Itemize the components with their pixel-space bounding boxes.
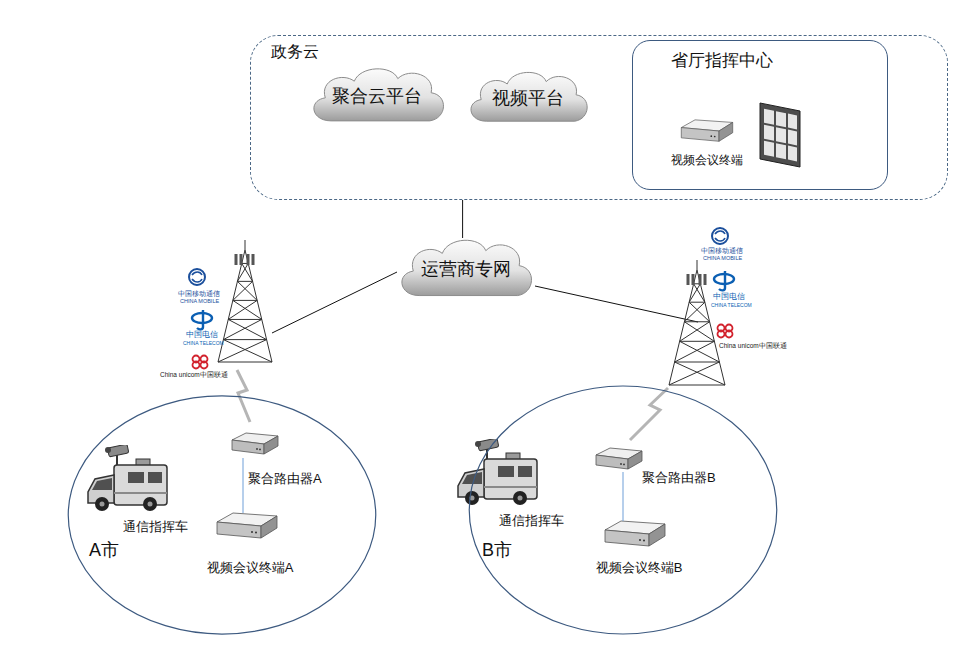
- node-label: 视频平台: [492, 88, 564, 110]
- router-icon: [596, 448, 642, 469]
- node-label: 视频会议终端A: [207, 560, 294, 576]
- node-label: 省厅指挥中心: [671, 51, 773, 71]
- logo-text: 中国电信: [713, 293, 745, 301]
- logo-text: CHINA MOBILE: [180, 299, 219, 305]
- city-ellipse: [67, 395, 377, 635]
- uplink-line: [272, 272, 397, 333]
- node-label: 聚合云平台: [332, 86, 422, 108]
- terminal-device: 视频会议终端B: [584, 518, 694, 576]
- router-icon: [232, 433, 278, 454]
- connector-line: [462, 200, 463, 238]
- node-label: A市: [89, 540, 119, 562]
- logo-text: 中国移动通信: [178, 291, 220, 298]
- logo-text: CHINA TELECOM: [183, 341, 224, 346]
- logo-text: 中国移动通信: [701, 248, 743, 255]
- connector-line: [623, 472, 624, 521]
- china-unicom-logo: [718, 325, 733, 338]
- city-area: A市通信指挥车 聚合路由器A 视频会议终端A: [67, 395, 377, 635]
- command-vehicle: 通信指挥车: [100, 443, 210, 535]
- node-label: 通信指挥车: [123, 519, 188, 535]
- china-telecom-logo: [192, 310, 212, 329]
- router-device: 聚合路由器A: [231, 432, 341, 488]
- wireless-bolt: [237, 370, 250, 422]
- china-mobile-logo: [712, 228, 728, 244]
- command-center-box: 省厅指挥中心视频会议终端: [632, 40, 888, 190]
- logo-text: 中国电信: [186, 331, 218, 339]
- city-ellipse: [468, 385, 778, 635]
- connector-line: [243, 458, 244, 513]
- terminal-icon: [681, 120, 732, 141]
- truck-icon: [88, 444, 167, 511]
- cloud-platform: 视频平台: [463, 66, 593, 126]
- node-label: 视频会议终端B: [596, 560, 683, 576]
- china-mobile-logo: [189, 269, 205, 285]
- uplink-line: [535, 286, 698, 322]
- video-wall: [760, 103, 800, 167]
- tower-group: [218, 240, 725, 385]
- node-label: B市: [482, 540, 512, 562]
- cloud-region: 政务云聚合云平台 视频平台 省厅指挥中心视频会议终端: [250, 35, 948, 200]
- command-vehicle: 通信指挥车: [476, 437, 586, 529]
- node-label: 运营商专网: [421, 259, 511, 281]
- cloud-platform: 聚合云平台: [305, 62, 450, 126]
- carrier-network-cloud: 运营商专网: [393, 233, 538, 301]
- terminal-icon: [605, 521, 665, 546]
- logo-text: China unicom中国联通: [719, 343, 787, 350]
- lattice-tower: [669, 260, 725, 385]
- node-label: 政务云: [271, 42, 319, 61]
- node-label: 聚合路由器A: [248, 471, 322, 487]
- router-device: 聚合路由器B: [595, 447, 726, 489]
- terminal-device: 视频会议终端: [654, 115, 759, 167]
- china-telecom-logo: [714, 271, 734, 290]
- city-area: B市 通信指挥车 聚合路由器B 视频会议终端B: [468, 385, 778, 635]
- china-unicom-logo: [193, 356, 208, 369]
- node-label: 聚合路由器B: [642, 470, 716, 486]
- terminal-icon: [217, 513, 277, 538]
- logo-text: CHINA TELECOM: [711, 303, 752, 308]
- node-label: 通信指挥车: [499, 513, 564, 529]
- logo-text: CHINA MOBILE: [703, 256, 742, 262]
- logo-text: China unicom中国联通: [160, 372, 228, 379]
- lattice-tower: [218, 240, 272, 362]
- wireless-bolt: [630, 388, 668, 440]
- terminal-device: 视频会议终端A: [195, 510, 305, 576]
- node-label: 视频会议终端: [671, 153, 743, 167]
